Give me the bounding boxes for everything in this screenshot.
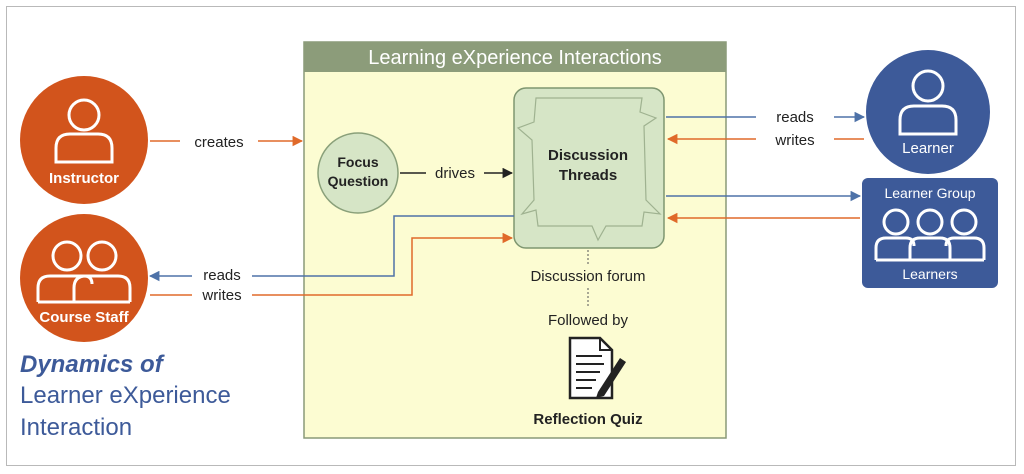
staff-writes-label: writes [201,287,241,304]
instructor-label: Instructor [49,170,119,187]
drives-edge: drives [400,165,514,182]
staff-reads-label: reads [203,267,241,284]
learner-reads-edge: reads [666,109,866,126]
learner-actor: Learner [866,50,990,174]
learner-group-label: Learner Group [884,185,975,201]
learner-label: Learner [902,140,954,157]
followed-by-label: Followed by [548,312,629,329]
focus-question-label-2: Question [328,173,389,189]
group-icon [874,208,986,262]
learners-label: Learners [902,266,957,282]
learner-reads-label: reads [776,109,814,126]
drives-label: drives [435,165,475,182]
course-staff-actor: Course Staff [20,214,148,342]
group-icon [36,240,132,304]
discussion-threads-label-2: Threads [559,167,617,184]
focus-question-label-1: Focus [337,154,378,170]
learner-group-actor: Learner Group Learners [862,178,998,288]
creates-edge: creates [150,134,304,151]
person-icon [54,98,114,164]
speech-bubble-icon [516,97,662,242]
instructor-actor: Instructor [20,76,148,204]
discussion-threads-node: Discussion Threads [513,87,665,249]
learner-writes-label: writes [774,132,814,149]
staff-writes-edge: writes [150,232,514,304]
staff-reads-edge: reads [148,215,514,284]
document-icon [568,336,626,400]
caption-line-3: Interaction [20,414,133,441]
panel-title: Learning eXperience Interactions [368,47,662,69]
person-icon [898,69,958,136]
learner-writes-edge: writes [666,132,864,149]
reflection-quiz-label: Reflection Quiz [533,411,642,428]
creates-label: creates [194,134,243,151]
focus-question-node: Focus Question [317,132,399,214]
discussion-threads-label-1: Discussion [548,147,628,164]
discussion-forum-label: Discussion forum [530,268,645,285]
caption-line-1: Dynamics of [20,351,163,378]
course-staff-label: Course Staff [39,309,129,326]
diagram-caption: Dynamics of Learner eXperience Interacti… [20,350,300,444]
caption-line-2: Learner eXperience [20,382,231,409]
